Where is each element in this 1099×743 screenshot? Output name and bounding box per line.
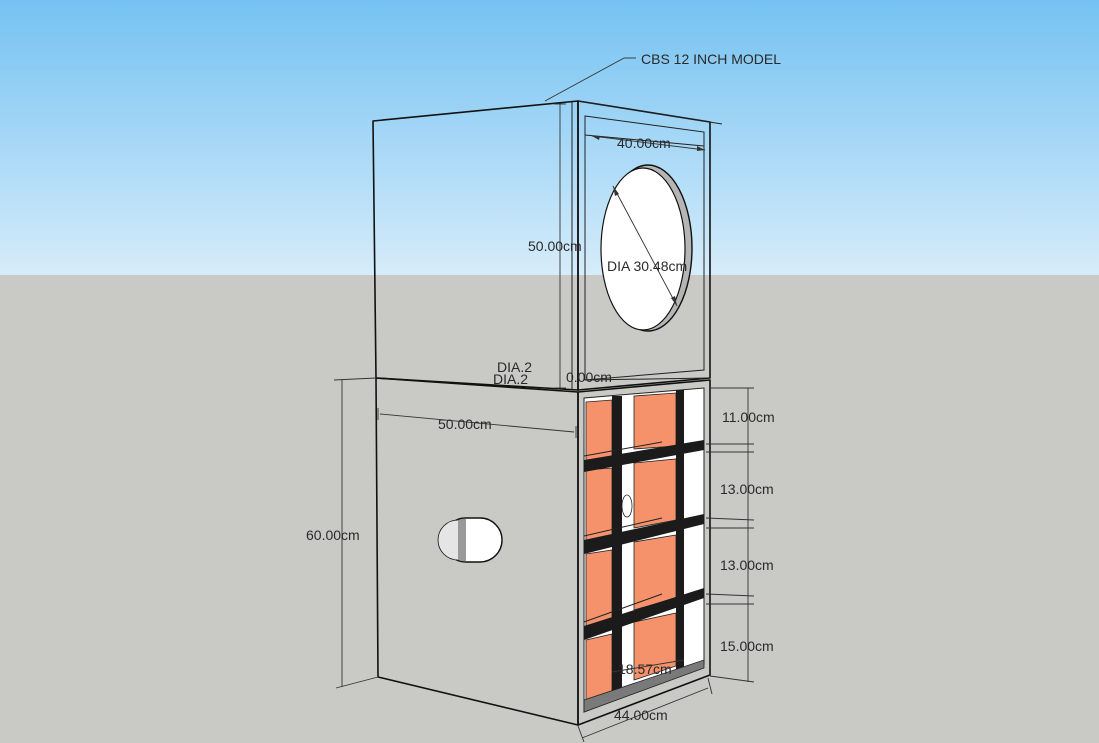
ground [0, 275, 1099, 743]
slot-dimension-lines [705, 387, 755, 683]
sky [0, 0, 1099, 275]
dia-label-b: DIA.2 [493, 371, 528, 387]
bottom-plate [583, 659, 705, 713]
top-width-label: 40.00cm [617, 135, 671, 151]
divider-vertical-1 [612, 396, 622, 700]
shelf-3 [584, 588, 704, 640]
divider-vertical-2 [676, 390, 684, 672]
driver-cutout-inner [600, 167, 686, 331]
slot-1-label: 11.00cm [722, 409, 775, 425]
bottom-width-label: 44.00cm [614, 707, 668, 723]
side-depth-label: 50.00cm [438, 416, 492, 432]
driver-diameter-label: DIA 30.48cm [607, 258, 687, 274]
inner-port [621, 494, 633, 518]
small-gap-label: 0.00cm [566, 369, 612, 385]
model-label: CBS 12 INCH MODEL [641, 51, 781, 67]
inner-dimension-label: 18.57cm [618, 661, 672, 677]
chamber-panels [585, 392, 677, 705]
slot-3-label: 13.00cm [720, 557, 774, 573]
side-port [437, 517, 503, 563]
shelf-2 [584, 514, 704, 554]
bottom-enclosure [333, 377, 755, 743]
top-height-label: 50.00cm [528, 238, 582, 254]
shelf-1 [584, 440, 704, 472]
dia-label-a: DIA.2 [497, 359, 532, 375]
top-enclosure [372, 100, 723, 391]
bottom-height-label: 60.00cm [306, 527, 360, 543]
slot-4-label: 15.00cm [720, 638, 774, 654]
top-baffle [584, 115, 705, 381]
slot-2-label: 13.00cm [720, 481, 774, 497]
model-leader [544, 57, 625, 102]
bottom-front-frame [577, 379, 711, 726]
